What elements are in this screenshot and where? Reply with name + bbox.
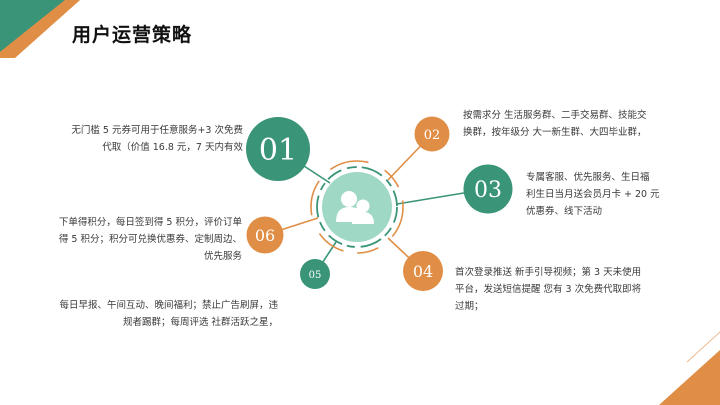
node-02: 02: [414, 116, 450, 152]
svg-text:02: 02: [424, 128, 441, 143]
node-01: 01: [246, 117, 310, 181]
corner-decoration-bottom-right: [659, 331, 720, 405]
node-06: 06: [246, 216, 284, 254]
node-05-description: 每日早报、午间互动、晚间福利；禁止广告刷屏，违 规者踢群；每周评选 社群活跃之星…: [59, 300, 278, 328]
node-03: 03: [463, 164, 513, 214]
node-02-description: 按需求分 生活服务群、二手交易群、技能交 换群，按年级分 大一新生群、大四毕业群…: [463, 110, 647, 138]
node-04: 04: [403, 251, 443, 291]
node-01-description: 无门槛 5 元券可用于任意服务+3 次免费 代取（价值 16.8 元，7 天内有…: [71, 125, 243, 153]
svg-text:03: 03: [474, 178, 502, 203]
svg-text:06: 06: [255, 226, 275, 245]
node-06-description: 下单得积分，每日签到得 5 积分，评价订单 得 5 积分；积分可兑换优惠券、定制…: [58, 217, 242, 262]
node-04-description: 首次登录推送 新手引导视频；第 3 天未使用 平台，发送短信提醒 您有 3 次免…: [455, 267, 642, 312]
svg-text:01: 01: [259, 133, 297, 168]
node-03-description: 专属客服、优先服务、生日福 利生日当月送会员月卡 + 20 元 优惠券、线下活动: [526, 172, 660, 217]
node-05: 05: [300, 259, 330, 289]
page-title: 用户运营策略: [72, 24, 193, 46]
users-icon: [336, 191, 374, 224]
svg-text:05: 05: [309, 270, 322, 281]
svg-text:04: 04: [413, 262, 433, 281]
corner-decoration-top-left: [0, 0, 80, 58]
